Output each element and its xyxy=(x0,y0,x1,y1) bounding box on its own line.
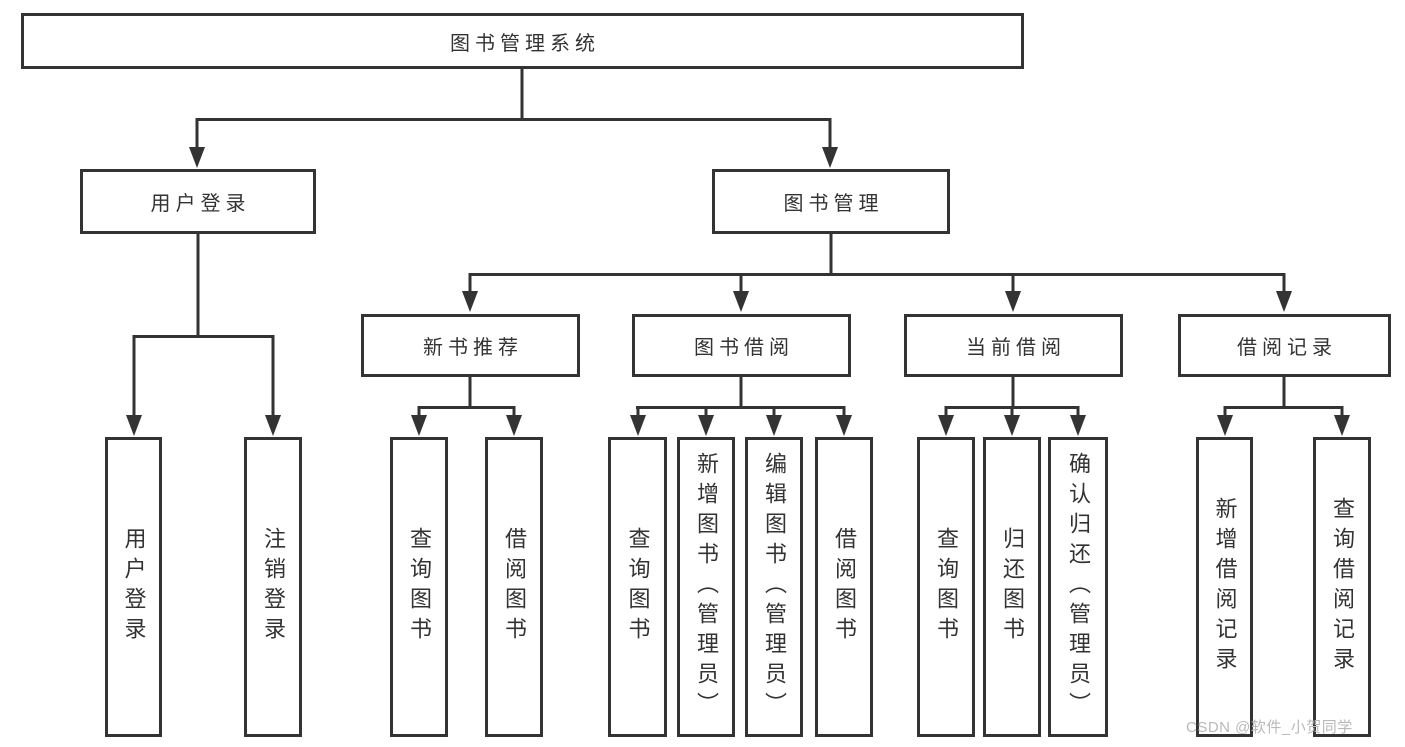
connector-userlogin-to-children xyxy=(132,234,275,418)
arrow-icon xyxy=(822,147,838,168)
arrow-icon xyxy=(189,147,205,168)
node-edit-book-admin: 编辑图书（管理员） xyxy=(745,437,803,737)
arrow-icon xyxy=(1004,415,1020,436)
connector-bookmgmt-to-level3 xyxy=(468,234,1286,294)
arrow-icon xyxy=(126,415,142,436)
leaf-label: 新增图书（管理员） xyxy=(694,452,719,722)
node-borrow-book-1: 借阅图书 xyxy=(485,437,543,737)
node-borrow-book-2: 借阅图书 xyxy=(815,437,873,737)
node-user-login: 用户登录 xyxy=(80,169,316,234)
arrow-icon xyxy=(1334,415,1350,436)
leaf-label: 归还图书 xyxy=(1000,527,1025,647)
connector-newbook-to-children xyxy=(417,377,516,418)
node-logout: 注销登录 xyxy=(244,437,302,737)
node-current-borrow: 当前借阅 xyxy=(904,314,1123,377)
connector-borrow-to-children xyxy=(636,377,846,418)
arrow-icon xyxy=(1005,291,1021,312)
node-user-login-leaf: 用户登录 xyxy=(105,437,162,737)
node-book-management: 图书管理 xyxy=(712,169,950,234)
connector-current-to-children xyxy=(944,377,1080,418)
node-query-book-2: 查询图书 xyxy=(608,437,667,737)
leaf-label: 查询图书 xyxy=(407,527,432,647)
arrow-icon xyxy=(698,415,714,436)
arrowheads xyxy=(126,147,1350,436)
arrow-icon xyxy=(411,415,427,436)
arrow-icon xyxy=(938,415,954,436)
leaf-label: 查询图书 xyxy=(625,527,651,647)
leaf-label: 新增借阅记录 xyxy=(1212,497,1238,677)
leaf-label: 确认归还（管理员） xyxy=(1066,452,1091,722)
node-return-book: 归还图书 xyxy=(983,437,1041,737)
connector-root-to-level2 xyxy=(195,69,832,150)
arrow-icon xyxy=(836,415,852,436)
arrow-icon xyxy=(506,415,522,436)
node-new-book-recommend: 新书推荐 xyxy=(361,314,580,377)
node-library-system: 图书管理系统 xyxy=(21,13,1024,69)
csdn-watermark: CSDN @软件_小贺同学 xyxy=(1186,719,1353,736)
arrow-icon xyxy=(766,415,782,436)
arrow-icon xyxy=(462,291,478,312)
node-query-book-1: 查询图书 xyxy=(390,437,448,737)
node-borrow-record: 借阅记录 xyxy=(1178,314,1391,377)
node-query-borrow-record: 查询借阅记录 xyxy=(1313,437,1371,737)
arrow-icon xyxy=(733,291,749,312)
node-book-borrow: 图书借阅 xyxy=(632,314,851,377)
node-confirm-return-admin: 确认归还（管理员） xyxy=(1048,437,1108,737)
leaf-label: 借阅图书 xyxy=(502,527,527,647)
leaf-label: 查询图书 xyxy=(934,527,959,647)
leaf-label: 查询借阅记录 xyxy=(1330,497,1355,677)
node-query-book-3: 查询图书 xyxy=(917,437,975,737)
arrow-icon xyxy=(630,415,646,436)
arrow-icon xyxy=(1217,415,1233,436)
connector-record-to-children xyxy=(1223,377,1344,418)
leaf-label: 编辑图书（管理员） xyxy=(762,452,787,722)
node-add-book-admin: 新增图书（管理员） xyxy=(677,437,735,737)
arrow-icon xyxy=(265,415,281,436)
leaf-label: 借阅图书 xyxy=(832,527,857,647)
arrow-icon xyxy=(1276,291,1292,312)
node-add-borrow-record: 新增借阅记录 xyxy=(1196,437,1253,737)
leaf-label: 注销登录 xyxy=(261,527,286,647)
arrow-icon xyxy=(1070,415,1086,436)
leaf-label: 用户登录 xyxy=(121,527,147,647)
